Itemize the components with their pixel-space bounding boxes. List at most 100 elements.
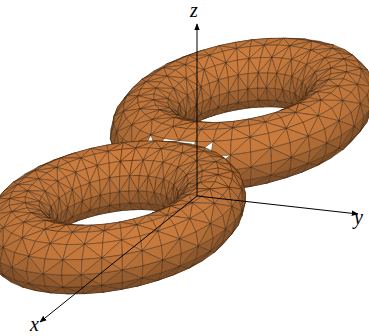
mesh-triangle [189,50,210,55]
mesh-triangle [321,93,343,100]
mesh-triangle [110,192,120,206]
mesh-triangle [63,287,85,294]
mesh-triangle [63,287,85,294]
axis-label: y [354,207,363,227]
mesh-triangle [119,192,129,204]
mesh-triangle [100,178,110,195]
x-axis [40,196,197,322]
mesh-triangle [100,178,110,195]
mesh-triangle [84,231,104,245]
mesh-triangle [90,180,101,195]
mesh-triangle [248,59,258,74]
mesh-triangle [63,260,82,275]
mesh-triangle [110,176,120,191]
mesh-triangle [228,75,238,92]
mesh-triangle [90,166,100,183]
mesh-triangle [324,80,339,86]
mesh-triangle [230,152,250,167]
mesh-triangle [120,203,130,211]
mesh-triangle [218,77,228,92]
mesh-triangle [63,244,85,259]
z-axis [197,24,198,196]
mesh-triangle [43,260,63,275]
mesh-triangle [238,89,248,103]
mesh-triangle [119,191,129,203]
mesh-triangle [102,255,122,270]
mesh-triangle [123,125,132,145]
mesh-triangle [237,49,250,61]
mesh-triangle [285,60,292,77]
mesh-triangle [325,143,339,156]
axis-label: x [30,314,39,334]
mesh-triangle [157,162,164,179]
mesh-triangle [108,151,121,163]
mesh-triangle [237,59,249,76]
mesh-triangle [58,225,73,233]
mesh-triangle [308,136,327,151]
mesh-triangle [82,244,102,259]
mesh-triangle [130,176,140,191]
mesh-triangle [275,108,296,112]
mesh-triangle [43,274,63,287]
mesh-triangle [84,231,104,245]
mesh-triangle [268,128,286,148]
mesh-triangle [149,141,161,149]
mesh-triangle [238,89,248,103]
mesh-triangle [282,46,291,60]
mesh-triangle [12,256,29,271]
mesh-triangle [139,203,148,210]
mesh-triangle [109,161,121,178]
mesh-triangle [268,100,277,107]
mesh-triangle [277,38,289,46]
mesh-triangle [29,274,45,286]
mesh-triangle [147,211,168,215]
mesh-triangle [248,73,258,89]
mesh-triangle [43,274,63,287]
mesh-triangle [119,176,129,192]
mesh-triangle [12,185,27,192]
mesh-triangle [120,161,130,176]
mesh-triangle [180,239,199,254]
mesh-triangle [258,88,268,100]
mesh-triangle [248,100,258,108]
mesh-triangle [132,148,143,160]
mesh-triangle [147,191,155,203]
mesh-triangle [218,63,228,80]
mesh-triangle [110,161,121,178]
mesh-triangle [28,185,45,191]
mesh-triangle [67,232,85,244]
mesh-triangle [195,183,209,189]
axis-label: z [190,0,198,20]
y-axis [197,196,358,214]
mesh-triangle [248,89,258,101]
mesh-triangle [62,275,82,287]
mesh-triangle [29,256,45,274]
mesh-triangle [242,189,246,211]
mesh-triangle [81,258,102,275]
mesh-triangle [251,148,271,167]
mesh-triangle [130,191,140,203]
mesh-triangle [129,191,138,203]
mesh-triangle [275,88,283,100]
mesh-triangle [141,82,156,89]
mesh-triangle [238,59,249,76]
mesh-triangle [119,176,129,192]
coordinate-axes [40,24,358,322]
mesh-triangle [195,130,213,142]
mesh-triangle [81,258,102,275]
mesh-triangle [0,228,3,248]
mesh-triangle [110,192,120,206]
mesh-triangle [142,251,163,266]
mesh-triangle [213,128,233,142]
mesh-triangle [248,88,258,100]
torus-mesh [0,38,369,294]
mesh-triangle [257,88,266,100]
mesh-triangle [258,73,268,88]
mesh-triangle [62,260,82,275]
mesh-triangle [60,153,81,158]
mesh-triangle [63,244,85,259]
mesh-triangle [186,122,201,130]
mesh-triangle [213,128,233,142]
mesh-triangle [238,74,248,89]
